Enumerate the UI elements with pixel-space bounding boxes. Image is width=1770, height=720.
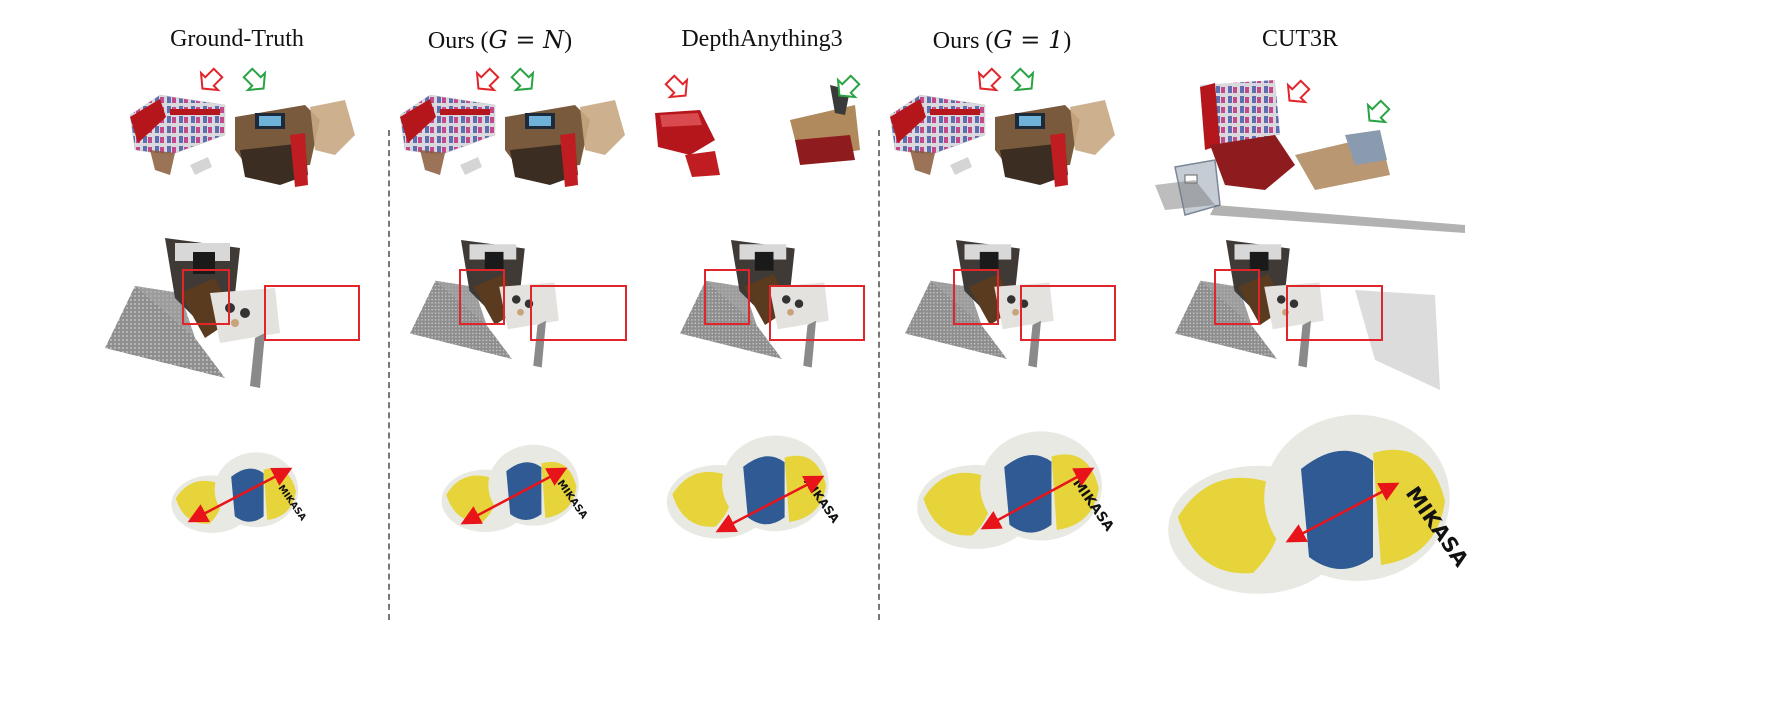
- separator-line-2: [878, 130, 880, 620]
- column-title-text: Ground-Truth: [170, 26, 304, 52]
- red-arrow-icon: [199, 67, 224, 92]
- panel-oursN-ball: [441, 444, 590, 533]
- panel-ours1-ball: [917, 431, 1118, 549]
- zoom-box-left: [704, 269, 750, 325]
- green-arrow-icon: [1366, 99, 1391, 124]
- column-title-depthanything3: DepthAnything3: [632, 26, 892, 53]
- span-arrow: [715, 475, 825, 533]
- red-arrow-icon: [1286, 79, 1311, 104]
- green-arrow-icon: [1010, 67, 1035, 92]
- zoom-box-right: [1020, 285, 1116, 341]
- panel-oursN-kitchen: [410, 240, 627, 368]
- panel-gt-kitchen: [105, 238, 360, 388]
- column-title-math: G = N: [488, 26, 565, 54]
- zoom-box-right: [769, 285, 865, 341]
- red-arrow-icon: [664, 74, 689, 99]
- panel-cut3r-kitchen: [1175, 240, 1440, 390]
- panel-ours1-room: [889, 67, 1116, 188]
- panel-oursN-room: [399, 67, 626, 188]
- column-title-text: CUT3R: [1261, 26, 1338, 52]
- column-title-ours-g-1: Ours (G = 1): [872, 26, 1132, 55]
- zoom-box-left: [459, 269, 505, 325]
- zoom-box-right: [264, 285, 360, 341]
- green-arrow-icon: [836, 74, 861, 99]
- column-title-ground-truth: Ground-Truth: [107, 26, 367, 53]
- column-title-text: ): [1063, 28, 1072, 54]
- zoom-box-left: [182, 269, 230, 325]
- zoom-box-right: [1286, 285, 1383, 341]
- panel-gt-ball: [171, 452, 309, 533]
- panel-ours1-kitchen: [905, 240, 1116, 368]
- panel-gt-room: [129, 67, 356, 188]
- zoom-box-right: [530, 285, 627, 341]
- green-arrow-icon: [242, 67, 267, 92]
- panel-da3-kitchen: [680, 240, 865, 368]
- panel-cut3r-ball: [1168, 414, 1474, 594]
- column-title-ours-g-n: Ours (G = N): [370, 26, 630, 55]
- column-title-text: Ours (: [427, 28, 489, 54]
- column-title-text: ): [564, 28, 573, 54]
- red-arrow-icon: [977, 67, 1002, 92]
- span-arrow: [980, 467, 1095, 530]
- span-arrow: [460, 467, 568, 525]
- column-title-text: Ours (: [932, 28, 994, 54]
- zoom-box-left: [1214, 269, 1260, 325]
- panel-cut3r-room: [1155, 79, 1465, 233]
- panel-da3-room: [655, 74, 861, 177]
- span-arrow: [187, 467, 293, 523]
- column-title-text: DepthAnything3: [681, 26, 843, 52]
- column-title-cut3r: CUT3R: [1170, 26, 1430, 53]
- column-title-math: G = 1: [993, 26, 1064, 54]
- separator-line-1: [388, 130, 390, 620]
- red-arrow-icon: [475, 67, 500, 92]
- zoom-box-left: [953, 269, 999, 325]
- span-arrow: [1285, 482, 1400, 543]
- green-arrow-icon: [510, 67, 535, 92]
- panel-da3-ball: [666, 435, 843, 539]
